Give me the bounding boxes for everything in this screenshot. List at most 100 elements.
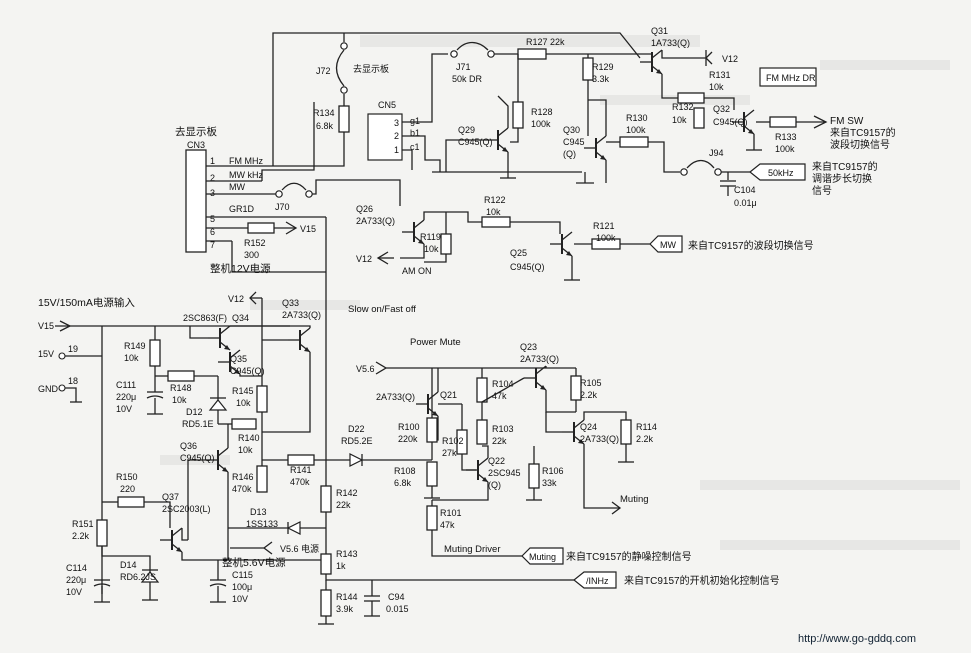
r121-ref: R121 bbox=[593, 221, 615, 231]
pin7-wire bbox=[231, 241, 326, 273]
j72-ref: J72 bbox=[316, 66, 331, 76]
pin5-number: 5 bbox=[210, 214, 215, 224]
r119-ref: R119 bbox=[420, 232, 441, 242]
q32-ref: Q32 bbox=[713, 104, 730, 114]
r146-ref: R146 bbox=[232, 472, 254, 482]
c115-voltage: 10V bbox=[232, 594, 248, 604]
q31-ref: Q31 bbox=[651, 26, 668, 36]
r143-value: 1k bbox=[336, 561, 346, 571]
q30-collector-wire bbox=[588, 99, 607, 136]
pin7-number: 7 bbox=[210, 240, 215, 250]
q29-collector-wire bbox=[497, 95, 509, 128]
c111-ref: C111 bbox=[116, 380, 136, 390]
r104-resistor bbox=[476, 377, 488, 403]
d12-diode bbox=[208, 399, 228, 411]
step-50khz-text: 50kHz bbox=[768, 168, 794, 178]
r119-wire-2 bbox=[424, 254, 447, 263]
r100-resistor bbox=[426, 417, 438, 443]
mw-tag bbox=[649, 235, 683, 253]
r130-resistor bbox=[619, 136, 649, 148]
pin4-label: GR1D bbox=[229, 204, 255, 214]
mw-desc: 来自TC9157的波段切换信号 bbox=[688, 239, 814, 252]
fm-sw-desc1: 来自TC9157的 bbox=[830, 126, 896, 139]
cn5-pin3: 3 bbox=[394, 118, 399, 128]
q23-ref: Q23 bbox=[520, 342, 537, 352]
q35-type: C945(Q) bbox=[230, 366, 265, 376]
am-on-label: AM ON bbox=[402, 266, 432, 276]
cn5-pin1: 1 bbox=[394, 145, 399, 155]
v15-small-arrow bbox=[285, 221, 298, 235]
r140-resistor bbox=[231, 418, 257, 430]
v12-q33-label: V12 bbox=[228, 294, 244, 304]
q29-ref: Q29 bbox=[458, 125, 475, 135]
q37-transistor bbox=[159, 527, 183, 553]
r119-resistor bbox=[440, 233, 452, 255]
c94-ref: C94 bbox=[388, 592, 405, 602]
r142-resistor bbox=[320, 485, 332, 513]
r132-ref: R132 bbox=[672, 102, 694, 112]
v12-mid-label: V12 bbox=[356, 254, 372, 264]
r150-ref: R150 bbox=[116, 472, 138, 482]
r101-value: 47k bbox=[440, 520, 455, 530]
r128-wire-bot bbox=[510, 128, 519, 143]
q33-emitter-wire bbox=[262, 352, 311, 433]
r151-wire bbox=[101, 546, 151, 580]
r131-wire-2 bbox=[704, 97, 735, 110]
d14-value: RD6.2JS bbox=[120, 572, 156, 582]
r131-ref: R131 bbox=[709, 70, 731, 80]
r103-resistor bbox=[476, 419, 488, 445]
r131-wire bbox=[661, 74, 678, 99]
r102-ref: R102 bbox=[442, 436, 464, 446]
d13-value: 1SS133 bbox=[246, 519, 278, 529]
r122-value: 10k bbox=[486, 207, 501, 217]
r132-value: 10k bbox=[672, 115, 687, 125]
step-desc-2: 调谐步长切换 bbox=[812, 172, 872, 185]
q23-type: 2A733(Q) bbox=[520, 354, 559, 364]
muting-driver-wire bbox=[431, 530, 522, 557]
c114-value: 220μ bbox=[66, 575, 86, 585]
v15-left-arrow bbox=[59, 320, 72, 332]
slow-on-label: Slow on/Fast off bbox=[348, 304, 416, 315]
q25-ref: Q25 bbox=[510, 248, 527, 258]
fm-sw-desc2: 波段切换信号 bbox=[830, 138, 890, 151]
cn5-ref: CN5 bbox=[378, 100, 396, 110]
j18-terminal bbox=[58, 384, 66, 392]
cn5-connector bbox=[367, 113, 403, 161]
j94-ref: J94 bbox=[709, 148, 724, 158]
r131-value: 10k bbox=[709, 82, 724, 92]
r149-ref: R149 bbox=[124, 341, 146, 351]
r144-ref: R144 bbox=[336, 592, 358, 602]
r134-wire bbox=[273, 132, 345, 167]
q25-type: C945(Q) bbox=[510, 262, 545, 272]
q26-emitter-wire bbox=[400, 244, 425, 259]
q25-transistor bbox=[549, 231, 573, 257]
mw-khz-wire bbox=[261, 102, 315, 181]
r149-value: 10k bbox=[124, 353, 139, 363]
d22-diode bbox=[349, 453, 364, 467]
q36-ref: Q36 bbox=[180, 441, 197, 451]
r143-resistor bbox=[320, 553, 332, 575]
step-desc-3: 信号 bbox=[812, 185, 832, 197]
q22-transistor bbox=[465, 457, 489, 483]
c104-ref: C104 bbox=[734, 185, 756, 195]
cn3-connector bbox=[185, 149, 207, 253]
r106-value: 33k bbox=[542, 478, 557, 488]
q33-type: 2A733(Q) bbox=[282, 310, 321, 320]
cn5-g: g1 bbox=[410, 116, 420, 126]
r144-value: 3.9k bbox=[336, 604, 354, 614]
q23-base-wire bbox=[481, 377, 525, 403]
q21-type: 2A733(Q) bbox=[376, 392, 415, 402]
c114-ref: C114 bbox=[66, 563, 87, 573]
pin1-number: 1 bbox=[210, 156, 215, 166]
r134-value: 6.8k bbox=[316, 121, 334, 131]
r128-resistor bbox=[512, 101, 524, 129]
r140-ref: R140 bbox=[238, 433, 260, 443]
q24-wire bbox=[583, 411, 627, 420]
r100-value: 220k bbox=[398, 434, 418, 444]
r119-value: 10k bbox=[424, 244, 439, 254]
j70-wire bbox=[312, 179, 401, 206]
r101-resistor bbox=[426, 505, 438, 531]
inhz-desc: 来自TC9157的开机初始化控制信号 bbox=[624, 574, 780, 587]
r133-value: 100k bbox=[775, 144, 795, 154]
